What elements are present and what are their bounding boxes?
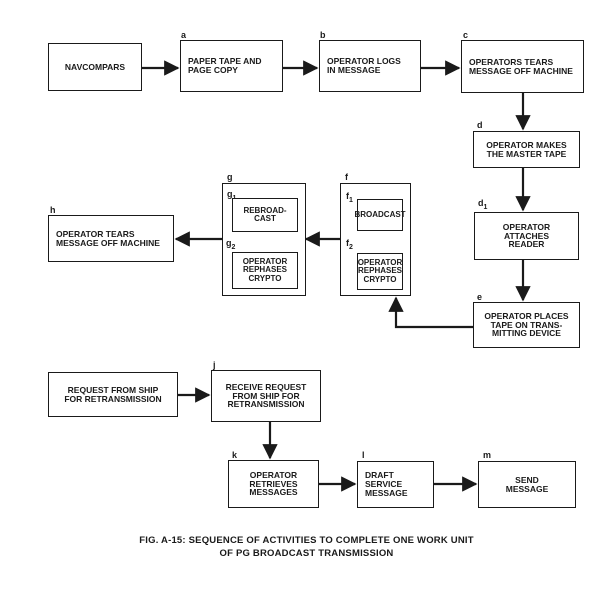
box-request-label: REQUEST FROM SHIP FOR RETRANSMISSION (64, 384, 162, 404)
tag-c: c (463, 30, 469, 40)
tag-g2: g2 (226, 238, 236, 251)
box-navcompars-label: NAVCOMPARS (64, 61, 126, 72)
box-j-receive-request: RECEIVE REQUEST FROM SHIP FOR RETRANSMIS… (211, 370, 321, 422)
box-k-label: OPERATOR RETRIEVES MESSAGES (249, 469, 298, 498)
tag-h: h (50, 205, 56, 215)
box-d1-attaches-reader: OPERATOR ATTACHES READER (474, 212, 579, 260)
box-j-label: RECEIVE REQUEST FROM SHIP FOR RETRANSMIS… (225, 381, 307, 410)
tag-k: k (232, 450, 238, 460)
box-l-draft-service: DRAFT SERVICE MESSAGE (357, 461, 434, 508)
tag-d1: d1 (478, 198, 488, 211)
tag-l: l (362, 450, 365, 460)
box-b-label: OPERATOR LOGS IN MESSAGE (327, 56, 401, 75)
tag-g: g (227, 172, 233, 182)
box-g1-rebroadcast: REBROAD- CAST (232, 198, 298, 232)
tag-b: b (320, 30, 326, 40)
box-h-operator-tears: OPERATOR TEARS MESSAGE OFF MACHINE (48, 215, 174, 262)
box-d1-label: OPERATOR ATTACHES READER (502, 221, 551, 250)
box-request-from-ship: REQUEST FROM SHIP FOR RETRANSMISSION (48, 372, 178, 417)
figure-caption-line-2: OF PG BROADCAST TRANSMISSION (219, 548, 394, 559)
box-d-label: OPERATOR MAKES THE MASTER TAPE (486, 139, 567, 159)
box-m-send-message: SEND MESSAGE (478, 461, 576, 508)
figure-caption-line-1: FIG. A-15: SEQUENCE OF ACTIVITIES TO COM… (139, 535, 474, 546)
box-g2-label: OPERATOR REPHASES CRYPTO (242, 256, 288, 283)
box-f2-rephases-crypto: OPERATOR REPHASES CRYPTO (357, 253, 403, 290)
box-a-paper-tape: PAPER TAPE AND PAGE COPY (180, 40, 283, 92)
box-g2-rephases-crypto: OPERATOR REPHASES CRYPTO (232, 252, 298, 289)
tag-f2: f2 (346, 238, 353, 251)
box-e-label: OPERATOR PLACES TAPE ON TRANS- MITTING D… (484, 310, 569, 339)
tag-a: a (181, 30, 187, 40)
box-f2-label: OPERATOR REPHASES CRYPTO (357, 257, 403, 284)
box-l-label: DRAFT SERVICE MESSAGE (365, 470, 408, 498)
box-d-master-tape: OPERATOR MAKES THE MASTER TAPE (473, 131, 580, 168)
box-f1-broadcast: BROADCAST (354, 199, 406, 231)
box-a-label: PAPER TAPE AND PAGE COPY (188, 56, 262, 75)
box-c-operator-tears: OPERATORS TEARS MESSAGE OFF MACHINE (461, 40, 584, 93)
tag-e: e (477, 292, 483, 302)
arrow-e-to-f (388, 296, 473, 329)
box-m-label: SEND MESSAGE (505, 474, 549, 494)
box-b-operator-logs: OPERATOR LOGS IN MESSAGE (319, 40, 421, 92)
tag-f: f (345, 172, 348, 182)
box-f1-label: BROADCAST (354, 209, 406, 219)
box-e-places-tape: OPERATOR PLACES TAPE ON TRANS- MITTING D… (473, 302, 580, 348)
box-h-label: OPERATOR TEARS MESSAGE OFF MACHINE (56, 228, 160, 248)
box-navcompars: NAVCOMPARS (48, 43, 142, 91)
box-c-label: OPERATORS TEARS MESSAGE OFF MACHINE (469, 56, 573, 76)
tag-j: j (213, 360, 216, 370)
tag-m: m (483, 450, 492, 460)
tag-d: d (477, 120, 483, 130)
tag-f1: f1 (346, 191, 353, 204)
box-k-retrieves-messages: OPERATOR RETRIEVES MESSAGES (228, 460, 319, 508)
box-g1-label: REBROAD- CAST (243, 205, 287, 223)
